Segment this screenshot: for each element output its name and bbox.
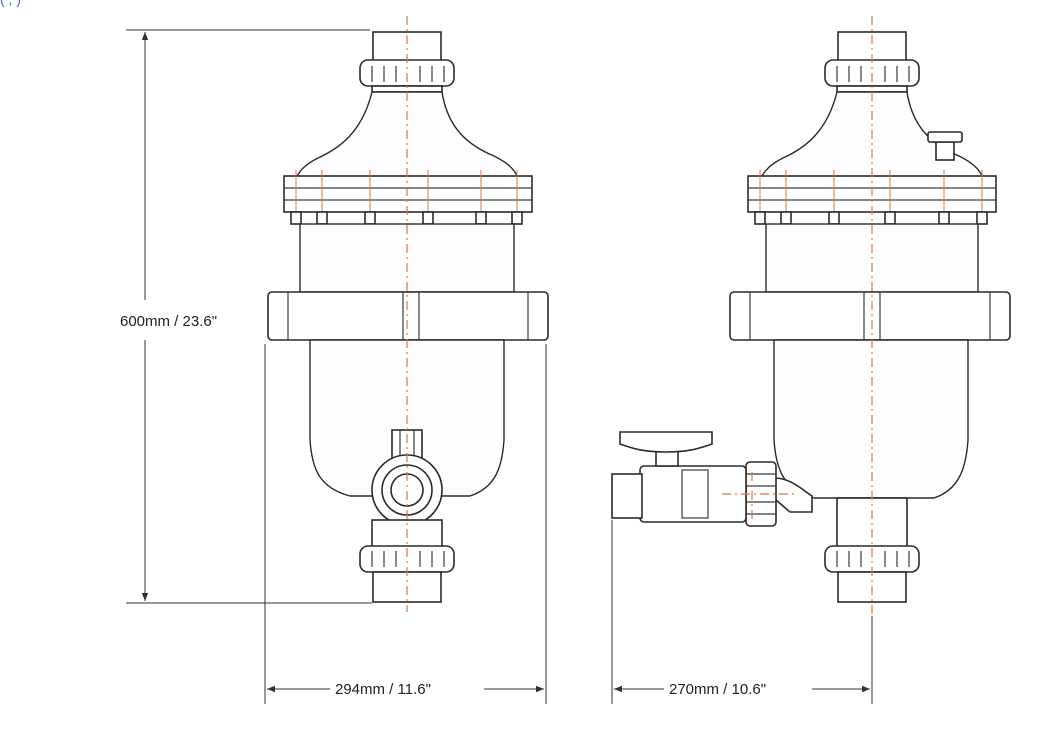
front-view	[267, 16, 549, 612]
side-view	[611, 16, 1011, 616]
side-drain-elbow	[773, 477, 813, 513]
front-width-dimension: 294mm / 11.6"	[264, 344, 547, 704]
height-dimension: 600mm / 23.6"	[120, 29, 372, 604]
front-clamp-ring	[267, 291, 549, 341]
side-width-dimension: 270mm / 10.6"	[611, 520, 873, 704]
front-flange	[283, 175, 533, 213]
side-drain-pipe	[611, 473, 643, 519]
height-dimension-label: 600mm / 23.6"	[120, 313, 217, 330]
side-bowl	[773, 339, 969, 499]
side-clamp-ring	[729, 291, 1011, 341]
side-flange-bolts	[754, 170, 988, 225]
front-width-dimension-label: 294mm / 11.6"	[335, 681, 431, 698]
header-text: ( , )	[0, 0, 21, 7]
side-width-dimension-label: 270mm / 10.6"	[669, 681, 766, 698]
side-valve-handle	[619, 431, 713, 453]
front-flange-bolts	[290, 170, 523, 225]
side-air-vent	[935, 141, 955, 161]
